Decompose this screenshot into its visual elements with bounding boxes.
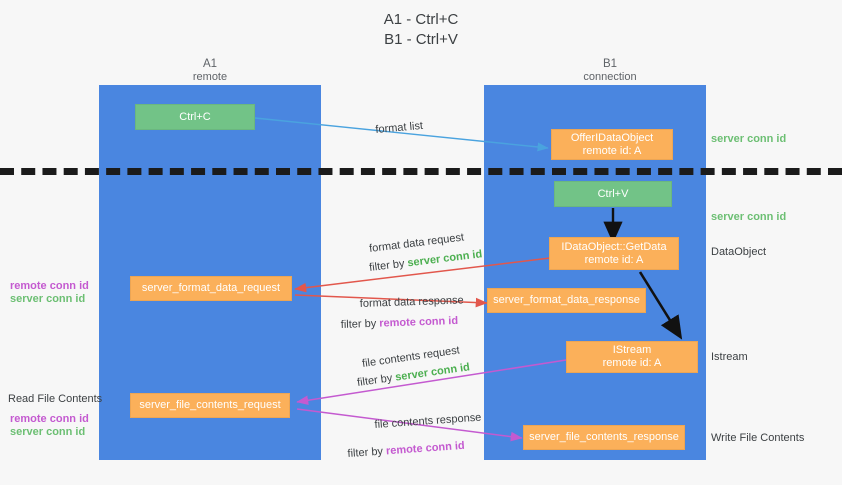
edge-label-file-contents-response-filter: filter by remote conn id xyxy=(347,439,466,460)
box-istream[interactable]: IStream remote id: A xyxy=(566,341,698,373)
box-ctrl-v-label: Ctrl+V xyxy=(597,187,629,200)
box-ctrl-c[interactable]: Ctrl+C xyxy=(135,104,255,130)
column-header-b1: B1 connection xyxy=(520,58,700,84)
box-server-file-contents-response[interactable]: server_file_contents_response xyxy=(523,425,685,450)
left-label-remote-conn-id-upper: remote conn id xyxy=(10,280,89,292)
title-line-1: A1 - Ctrl+C xyxy=(383,11,459,28)
filter-value-server-conn-id-1: server conn id xyxy=(406,248,483,270)
left-label-read-file-contents: Read File Contents xyxy=(8,393,103,405)
column-header-a1: A1 remote xyxy=(120,58,300,84)
column-a1-sub: remote xyxy=(192,71,228,83)
left-label-server-conn-id-upper: server conn id xyxy=(10,293,86,305)
box-server-format-data-response[interactable]: server_format_data_response xyxy=(487,288,646,313)
box-getdata-line2: remote id: A xyxy=(584,253,644,266)
separator-dashed-line xyxy=(0,168,842,175)
title-line-2: B1 - Ctrl+V xyxy=(384,31,458,48)
box-server-format-data-request[interactable]: server_format_data_request xyxy=(130,276,292,301)
column-b1-sub: connection xyxy=(583,71,637,83)
box-server-format-data-response-label: server_format_data_response xyxy=(493,294,640,306)
edge-label-format-data-response-filter: filter by remote conn id xyxy=(340,314,459,331)
page-title: A1 - Ctrl+C B1 - Ctrl+V xyxy=(0,10,842,50)
right-label-istream: Istream xyxy=(711,351,748,363)
right-label-dataobject: DataObject xyxy=(711,246,767,258)
box-istream-line1: IStream xyxy=(612,344,652,356)
column-a1-name: A1 xyxy=(202,58,218,70)
box-offer-idataobject[interactable]: OfferIDataObject remote id: A xyxy=(551,129,673,160)
box-istream-line2: remote id: A xyxy=(602,357,662,369)
left-label-server-conn-id-lower: server conn id xyxy=(10,426,86,438)
box-server-format-data-request-label: server_format_data_request xyxy=(141,282,281,294)
box-getdata-line1: IDataObject::GetData xyxy=(561,240,667,253)
box-idataobject-getdata[interactable]: IDataObject::GetData remote id: A xyxy=(549,237,679,270)
box-server-file-contents-response-label: server_file_contents_response xyxy=(529,431,679,443)
filter-value-server-conn-id-2: server conn id xyxy=(394,361,471,384)
right-label-server-conn-id-top: server conn id xyxy=(711,133,787,145)
left-label-remote-conn-id-lower: remote conn id xyxy=(10,413,89,425)
column-b1-name: B1 xyxy=(602,58,618,70)
filter-value-remote-conn-id-1: remote conn id xyxy=(379,314,459,330)
right-label-write-file-contents: Write File Contents xyxy=(711,432,805,444)
edge-label-format-list: format list xyxy=(374,119,424,136)
box-ctrl-c-label: Ctrl+C xyxy=(179,110,211,123)
box-server-file-contents-request-label: server_file_contents_request xyxy=(139,399,281,411)
right-label-server-conn-id-mid: server conn id xyxy=(711,211,787,223)
edge-label-format-data-response: format data response xyxy=(359,294,464,310)
box-offer-idataobject-line1: OfferIDataObject xyxy=(570,131,654,144)
box-offer-idataobject-line2: remote id: A xyxy=(582,144,642,157)
edge-label-file-contents-response: file contents response xyxy=(374,411,482,431)
box-ctrl-v[interactable]: Ctrl+V xyxy=(554,181,672,207)
filter-value-remote-conn-id-2: remote conn id xyxy=(385,439,466,458)
box-server-file-contents-request[interactable]: server_file_contents_request xyxy=(130,393,290,418)
